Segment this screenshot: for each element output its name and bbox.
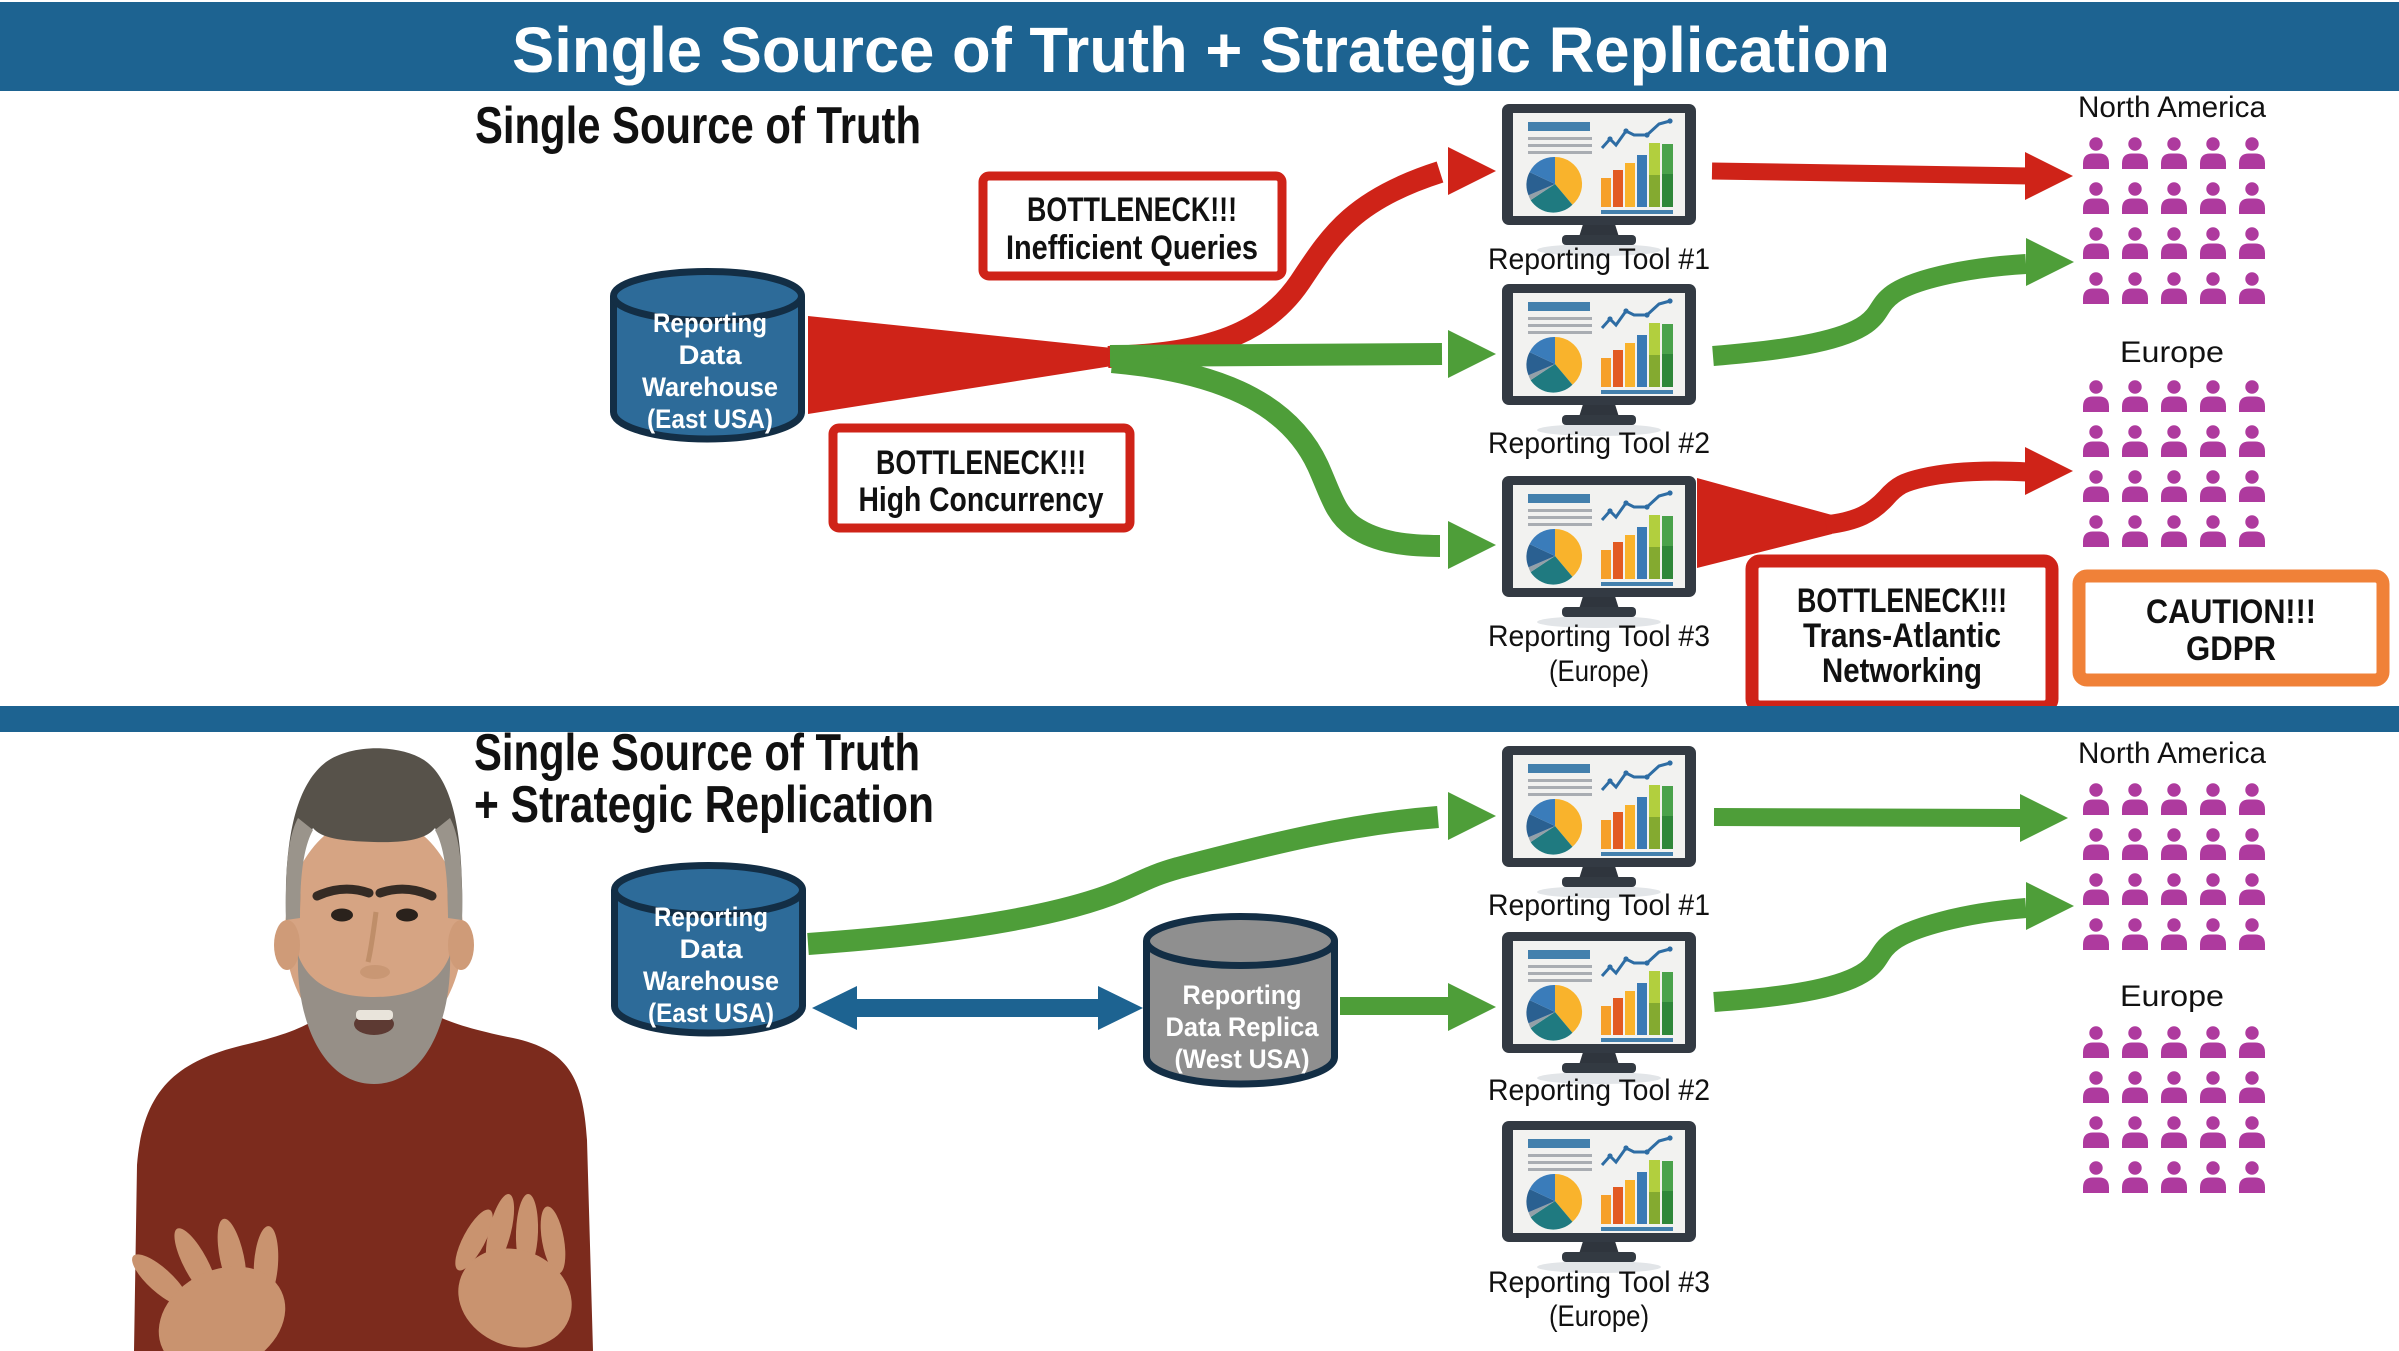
svg-text:CAUTION!!!: CAUTION!!! xyxy=(2146,593,2316,631)
svg-text:Inefficient Queries: Inefficient Queries xyxy=(1006,229,1258,267)
svg-text:(Europe): (Europe) xyxy=(1549,655,1649,688)
svg-text:BOTTLENECK!!!: BOTTLENECK!!! xyxy=(1027,191,1237,229)
svg-text:Warehouse: Warehouse xyxy=(642,372,778,402)
svg-text:Reporting Tool #3: Reporting Tool #3 xyxy=(1488,620,1710,653)
svg-text:GDPR: GDPR xyxy=(2186,630,2276,668)
svg-text:Single Source of Truth: Single Source of Truth xyxy=(475,97,921,155)
svg-text:Europe: Europe xyxy=(2120,980,2224,1013)
svg-text:Reporting: Reporting xyxy=(653,308,767,338)
svg-text:Warehouse: Warehouse xyxy=(643,966,779,996)
svg-text:Data: Data xyxy=(679,340,743,370)
svg-text:Data Replica: Data Replica xyxy=(1166,1012,1320,1042)
svg-text:(Europe): (Europe) xyxy=(1549,1300,1649,1333)
svg-text:Single Source of Truth + Strat: Single Source of Truth + Strategic Repli… xyxy=(512,14,1890,86)
svg-text:Trans-Atlantic: Trans-Atlantic xyxy=(1803,617,2001,655)
svg-text:(East USA): (East USA) xyxy=(647,404,773,434)
svg-text:Networking: Networking xyxy=(1822,652,1982,690)
svg-text:BOTTLENECK!!!: BOTTLENECK!!! xyxy=(1797,582,2007,620)
svg-text:Reporting Tool #3: Reporting Tool #3 xyxy=(1488,1266,1710,1299)
svg-text:+ Strategic Replication: + Strategic Replication xyxy=(474,776,934,834)
svg-text:North America: North America xyxy=(2078,91,2266,124)
svg-text:Reporting: Reporting xyxy=(654,902,768,932)
svg-text:Single Source of Truth: Single Source of Truth xyxy=(474,724,920,782)
svg-text:Data: Data xyxy=(680,934,744,964)
svg-text:High Concurrency: High Concurrency xyxy=(859,481,1104,519)
svg-text:Reporting Tool #1: Reporting Tool #1 xyxy=(1488,889,1710,922)
svg-text:(East USA): (East USA) xyxy=(648,998,774,1028)
svg-text:BOTTLENECK!!!: BOTTLENECK!!! xyxy=(876,444,1086,482)
svg-text:North America: North America xyxy=(2078,737,2266,770)
svg-text:Reporting Tool #1: Reporting Tool #1 xyxy=(1488,243,1710,276)
svg-text:Reporting Tool #2: Reporting Tool #2 xyxy=(1488,1074,1710,1107)
svg-text:(West USA): (West USA) xyxy=(1175,1044,1310,1074)
svg-text:Reporting Tool #2: Reporting Tool #2 xyxy=(1488,427,1710,460)
svg-text:Reporting: Reporting xyxy=(1183,980,1302,1010)
svg-text:Europe: Europe xyxy=(2120,336,2224,369)
